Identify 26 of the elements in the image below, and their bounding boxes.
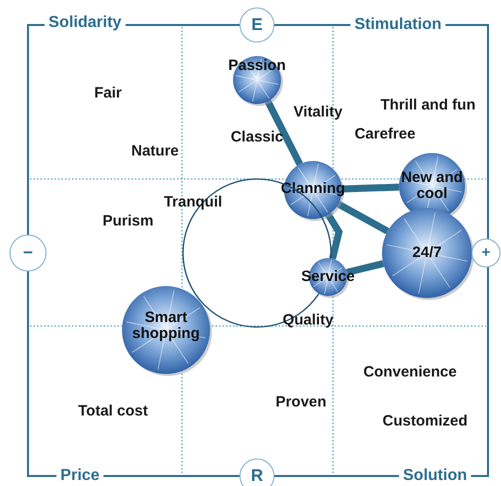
bubble-label: New and cool: [400, 170, 464, 202]
axis-label: Solidarity: [44, 14, 126, 32]
value-label: Thrill and fun: [380, 96, 476, 114]
axis-letter: R: [250, 466, 264, 486]
axis-letter: E: [251, 15, 263, 35]
value-label: Nature: [131, 142, 179, 160]
value-label: Vitality: [294, 104, 342, 120]
bubble-label: 24/7: [411, 245, 443, 261]
bubble-label: Smart shopping: [131, 310, 201, 342]
value-label: Customized: [382, 412, 468, 430]
connector-line: [346, 260, 384, 276]
value-label: Proven: [276, 394, 326, 410]
value-label: Total cost: [78, 402, 148, 420]
connector-line: [325, 212, 343, 260]
value-label: Carefree: [354, 126, 416, 142]
value-label: Fair: [94, 84, 122, 102]
value-label: Purism: [102, 212, 154, 230]
bubble-label: Service: [300, 269, 356, 285]
value-label: Convenience: [363, 364, 457, 380]
connector-line: [336, 200, 390, 234]
axis-letter: +: [482, 243, 490, 263]
connector-line: [342, 184, 400, 193]
value-label: Quality: [282, 312, 334, 328]
connector-line: [264, 100, 303, 166]
value-label: Classic: [230, 128, 284, 146]
axis-letter: −: [23, 243, 33, 263]
